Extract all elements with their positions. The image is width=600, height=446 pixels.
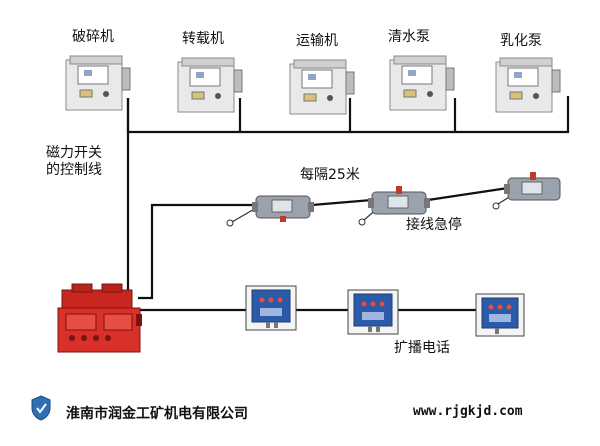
switch-cabinet-conveyor (289, 59, 355, 115)
label-water-pump: 清水泵 (388, 29, 430, 45)
broadcast-phone-1 (245, 285, 297, 331)
emergency-stop-1 (226, 195, 314, 227)
control-wiring (126, 96, 570, 312)
broadcast-phone-3 (475, 293, 525, 337)
company-shield-logo-icon (31, 395, 51, 421)
label-conveyor: 运输机 (296, 33, 338, 49)
estop-link-1 (311, 198, 373, 207)
company-name: 淮南市润金工矿机电有限公司 (66, 406, 248, 422)
switch-cabinet-crusher (65, 55, 131, 111)
emergency-stop-3 (492, 172, 561, 210)
switch-cabinet-emulsion-pump (495, 57, 561, 113)
broadcast-phone-2 (347, 289, 399, 335)
label-crusher: 破碎机 (72, 29, 114, 45)
main-control-box (57, 283, 142, 353)
label-emulsion-pump: 乳化泵 (500, 33, 542, 49)
label-broadcast-phone: 扩播电话 (394, 340, 450, 356)
emergency-stop-2 (358, 186, 430, 226)
estop-line (138, 203, 258, 300)
switch-cabinet-reloader (177, 57, 243, 113)
label-interval: 每隔25米 (300, 167, 360, 183)
label-control-line-1: 磁力开关 (46, 145, 102, 161)
estop-link-2 (427, 186, 509, 202)
label-control-line-2: 的控制线 (46, 162, 102, 178)
company-website[interactable]: www.rjgkjd.com (413, 404, 523, 419)
label-emergency-stop: 接线急停 (406, 217, 462, 233)
label-reloader: 转载机 (182, 31, 224, 47)
switch-cabinet-water-pump (389, 55, 455, 111)
